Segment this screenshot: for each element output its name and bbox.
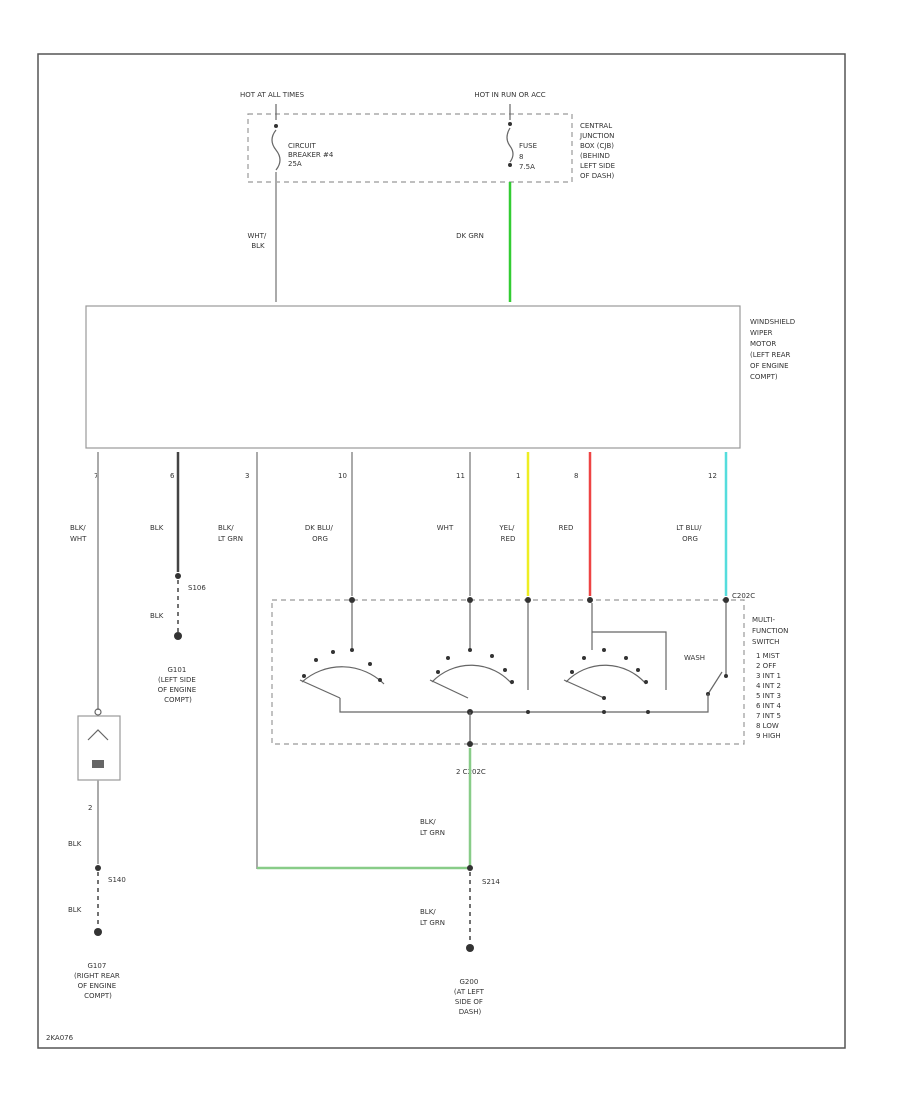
hot-in-run-label: HOT IN RUN OR ACC xyxy=(474,91,545,99)
wire-blk-ltgrn xyxy=(256,452,470,869)
splice-s140-label: S140 xyxy=(108,876,126,884)
multi-function-switch-box xyxy=(271,599,745,745)
splice-s214 xyxy=(467,865,473,871)
switch-pin-2 xyxy=(467,741,473,747)
wire-blk-b-label: BLK xyxy=(68,906,82,914)
fuse-terminal-bottom xyxy=(508,163,512,167)
wire-wht-blk-label: WHT/ BLK xyxy=(247,232,268,250)
fuse-symbol xyxy=(506,127,514,163)
wire-yel-red-label: YEL/ RED xyxy=(498,524,516,543)
washer-pump-box xyxy=(77,715,121,781)
ground-g107 xyxy=(94,928,102,936)
splice-s106 xyxy=(175,573,181,579)
rotary-switch-2 xyxy=(431,664,513,685)
rotary-switch-3-blade xyxy=(563,679,605,699)
ground-g101-label: G101 (LEFT SIDE OF ENGINE COMPT) xyxy=(158,666,199,704)
pin-3: 3 xyxy=(245,472,249,480)
wire-blk-top-label: BLK xyxy=(150,524,164,532)
wire-blk-a-label: BLK xyxy=(68,840,82,848)
pin-10: 10 xyxy=(338,472,347,480)
switch-common-bus xyxy=(339,694,709,713)
central-junction-box xyxy=(247,113,573,183)
connector-c202c-label: C202C xyxy=(732,592,755,600)
ground-g107-label: G107 (RIGHT REAR OF ENGINE COMPT) xyxy=(74,962,122,1000)
central-junction-label: CENTRAL JUNCTION BOX (CJB) (BEHIND LEFT … xyxy=(579,122,617,180)
hot-at-all-times-label: HOT AT ALL TIMES xyxy=(240,91,305,99)
pin-1: 1 xyxy=(516,472,520,480)
wire-blk-ltgrn-label: BLK/ LT GRN xyxy=(218,524,243,543)
wiper-motor-label: WINDSHIELD WIPER MOTOR (LEFT REAR OF ENG… xyxy=(750,318,797,381)
switch-pin-10 xyxy=(349,597,355,603)
splice-s140 xyxy=(95,865,101,871)
switch-pin-12 xyxy=(723,597,729,603)
switch-pin-11 xyxy=(467,597,473,603)
pin-11: 11 xyxy=(456,472,465,480)
washer-pump-symbol xyxy=(87,729,109,741)
rotary-switch-3 xyxy=(565,664,647,685)
washer-pump-pin-label: 2 xyxy=(88,804,92,812)
pin-12: 12 xyxy=(708,472,717,480)
wire-red-label: RED xyxy=(559,524,574,532)
wire-blk-ltgrn-low-label: BLK/ LT GRN xyxy=(420,908,445,927)
wire-wht-label: WHT xyxy=(437,524,454,532)
rotary-switch-1-blade xyxy=(299,679,341,699)
splice-s214-label: S214 xyxy=(482,878,500,886)
circuit-breaker-terminal xyxy=(274,124,278,128)
splice-s106-label: S106 xyxy=(188,584,206,592)
diagram-code: 2KA076 xyxy=(46,1034,74,1042)
wire-dk-grn-label: DK GRN xyxy=(456,232,484,240)
circuit-breaker-label: CIRCUIT BREAKER #4 25A xyxy=(288,142,336,168)
fuse-terminal-top xyxy=(508,122,512,126)
wire-blk-lower-label: BLK xyxy=(150,612,164,620)
switch-loop xyxy=(592,631,667,690)
wire-dkblu-org-label: DK BLU/ ORG xyxy=(305,524,335,543)
diagram-border xyxy=(37,53,846,1049)
ground-g200-label: G200 (AT LEFT SIDE OF DASH) xyxy=(454,978,486,1016)
wash-switch-label: WASH xyxy=(684,654,705,662)
multi-function-switch-label: MULTI- FUNCTION SWITCH xyxy=(752,616,791,646)
washer-pump-motor xyxy=(92,760,104,768)
pin-6: 6 xyxy=(170,472,175,480)
rotary-switch-1 xyxy=(301,666,385,685)
pin-7: 7 xyxy=(94,472,98,480)
rotary-switch-2-blade xyxy=(429,679,469,699)
switch-pin-1 xyxy=(525,597,531,603)
circuit-breaker-symbol xyxy=(271,129,281,171)
ground-g101 xyxy=(174,632,182,640)
wire-ltblu-org-label: LT BLU/ ORG xyxy=(676,524,704,543)
wash-switch-blade xyxy=(707,671,723,695)
ground-g200 xyxy=(466,944,474,952)
fuse-label: FUSE 8 7.5A xyxy=(519,142,539,171)
switch-pin-8 xyxy=(587,597,593,603)
wire-blk-ltgrn-mid-label: BLK/ LT GRN xyxy=(420,818,445,837)
switch-positions-legend: 1 MIST 2 OFF 3 INT 1 4 INT 2 5 INT 3 6 I… xyxy=(756,652,783,740)
wiper-motor-box xyxy=(85,305,741,449)
wire-blk-wht-label: BLK/ WHT xyxy=(70,524,88,543)
pin-8: 8 xyxy=(574,472,578,480)
washer-pump-terminal-top xyxy=(94,708,102,716)
